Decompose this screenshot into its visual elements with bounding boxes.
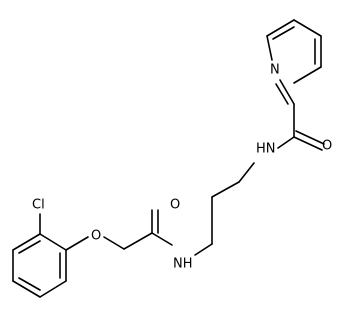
bond-pyr-3 [266, 19, 295, 37]
atom-label-amide2-o: O [322, 139, 332, 154]
bond-pyr-1 [279, 79, 295, 105]
bond-pyr-1-double [275, 83, 289, 105]
bond-o-ch2 [103, 236, 125, 250]
bond-ring1-3 [39, 280, 67, 298]
atom-label-ether-o: O [91, 229, 101, 244]
bond-ring1-4-double [18, 277, 41, 291]
bond-co2-double [295, 130, 325, 145]
atom-label-cl: Cl [32, 198, 45, 213]
bond-ring1-6 [12, 233, 41, 251]
bond-ch2b-ch2c [211, 181, 240, 198]
bond-pyr-2 [266, 35, 273, 61]
bond-pyr-3-double [272, 26, 295, 40]
atom-label-amide1-nh: NH [173, 257, 193, 272]
atom-label-pyridine-n: N [270, 63, 280, 78]
bond-ring1-1 [39, 233, 67, 251]
bond-pyr-4 [293, 19, 322, 37]
bond-co-nh [151, 232, 173, 246]
bond-pyr-6 [293, 66, 322, 84]
bond-ring-o [65, 236, 89, 251]
bond-nh-ch2a [194, 243, 213, 256]
atom-label-amide1-o: O [170, 198, 180, 213]
bond-ring1-4 [12, 280, 41, 298]
bonds [12, 19, 325, 298]
atom-label-amide2-hn: HN [256, 142, 276, 157]
bond-co2 [293, 136, 323, 151]
bond-ch2-co [123, 232, 153, 250]
bond-ch2c-hn [238, 162, 255, 183]
bond-ring1-6-double [18, 240, 41, 254]
atom-labels: Cl O O NH HN O N [32, 63, 332, 272]
bond-hn-co2 [277, 136, 295, 149]
